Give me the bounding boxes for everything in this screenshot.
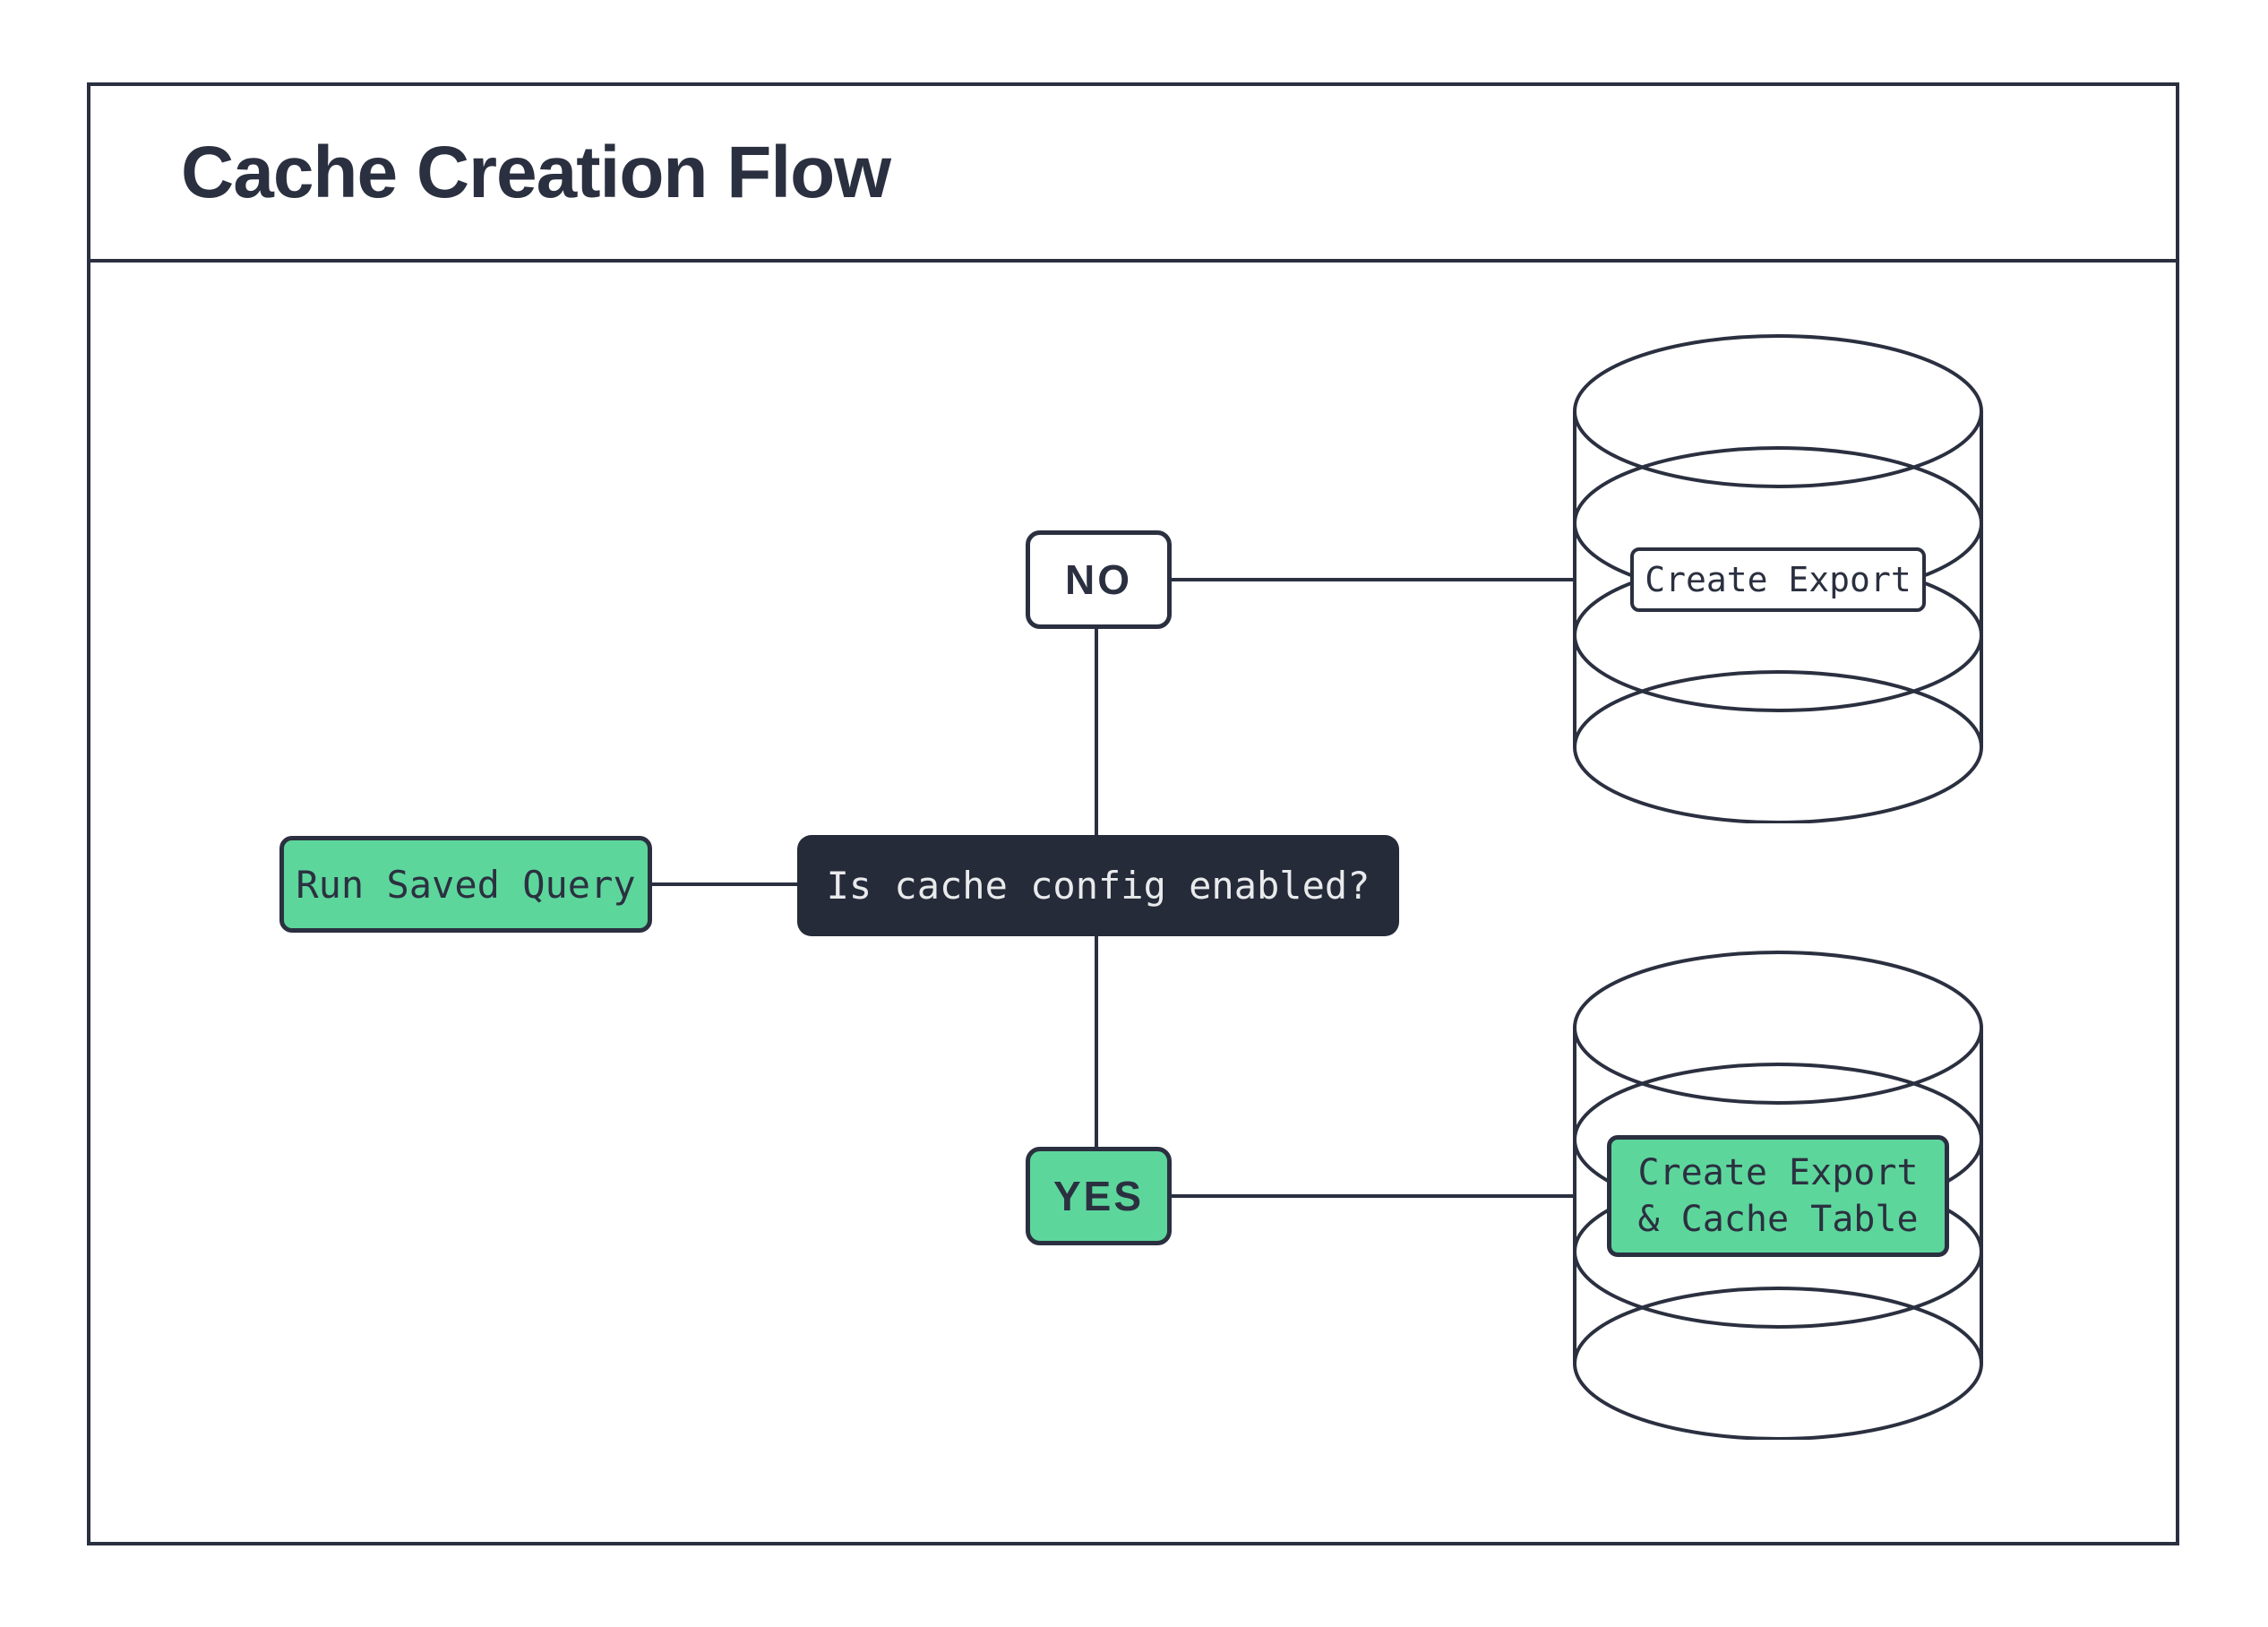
branch-label-no-text: NO [1065,556,1132,603]
flow-node-create-export-cache-table-line2: & Cache Table [1637,1199,1919,1240]
flow-node-run-saved-query: Run Saved Query [279,836,652,933]
flow-node-create-export: Create Export [1630,547,1926,612]
diagram-header: Cache Creation Flow [87,82,2179,263]
connector-no-to-database [1172,578,1576,581]
flow-node-create-export-cache-table-line1: Create Export [1637,1152,1919,1193]
diagram-frame [87,82,2179,1545]
connector-yes-to-database [1172,1194,1576,1198]
flow-node-run-saved-query-label: Run Saved Query [296,862,636,907]
connector-start-to-decision [652,882,797,886]
branch-label-yes-text: YES [1052,1173,1145,1219]
flow-node-decision: Is cache config enabled? [797,835,1399,936]
flow-node-decision-label: Is cache config enabled? [826,864,1370,908]
flow-node-create-export-label: Create Export [1645,560,1911,599]
branch-label-no: NO [1026,530,1172,629]
connector-decision-to-no [1095,629,1098,835]
flow-node-create-export-cache-table: Create Export & Cache Table [1607,1135,1949,1257]
page-title: Cache Creation Flow [181,131,891,213]
connector-decision-to-yes [1095,936,1098,1147]
branch-label-yes: YES [1026,1147,1172,1245]
